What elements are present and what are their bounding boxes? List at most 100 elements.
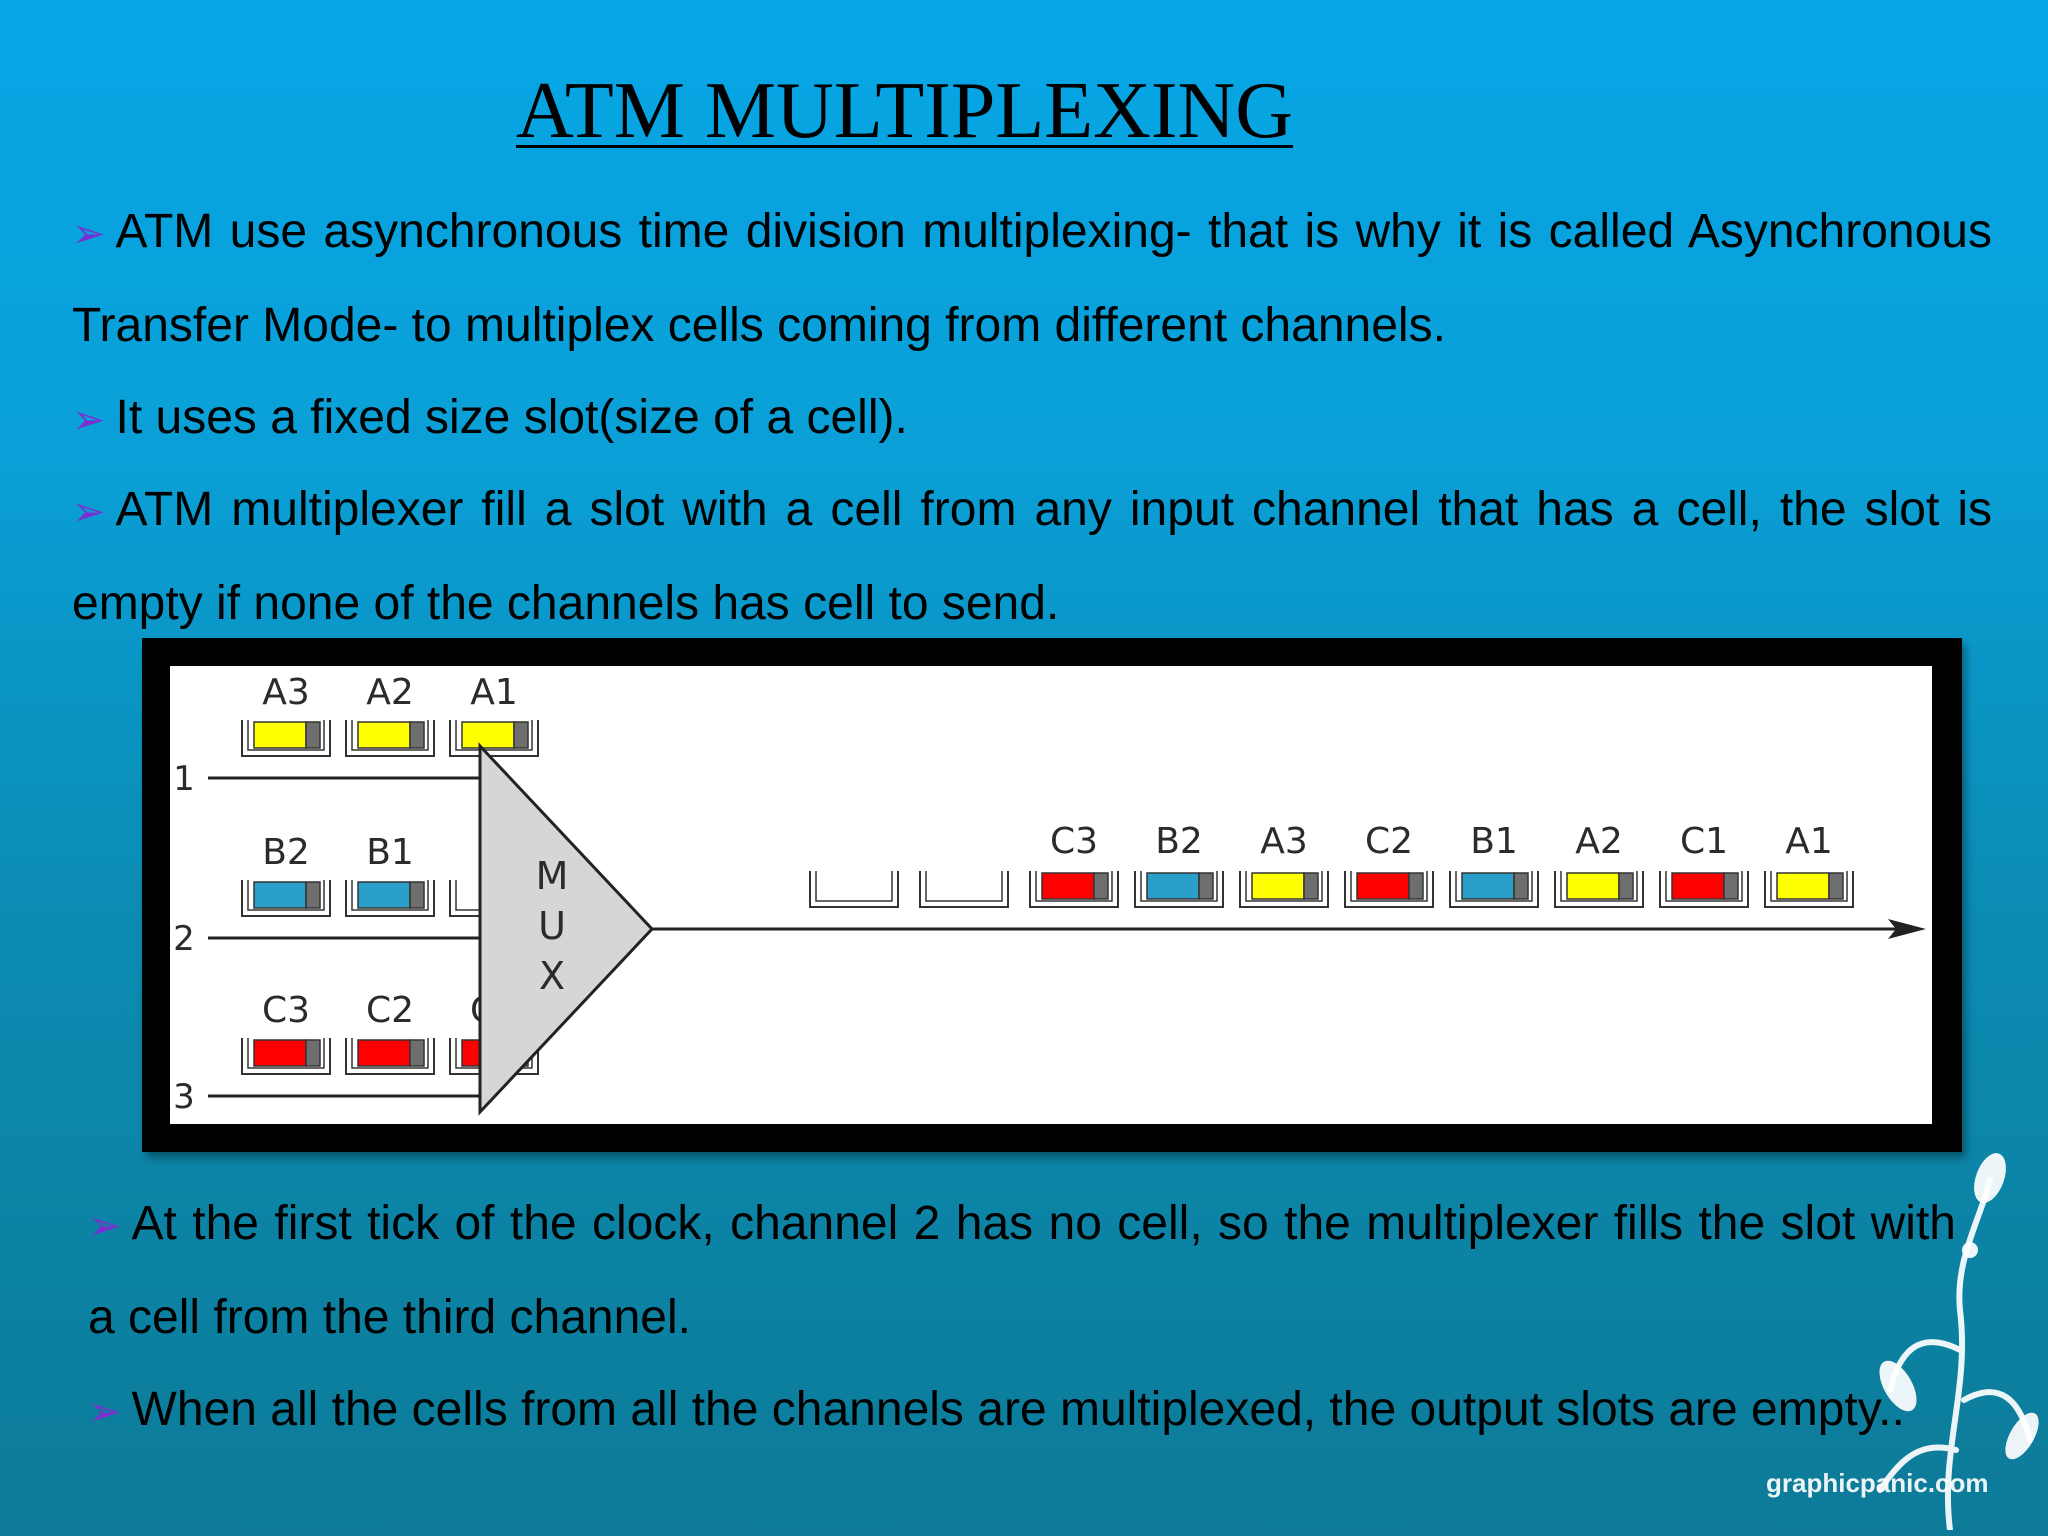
channel-1-cell-1-slot — [241, 720, 331, 757]
output-cell-7-payload — [1461, 872, 1515, 900]
output-cell-9-slot-inner — [1665, 871, 1743, 902]
atm-mux-diagram: 1A3A2A12B2B13C3C2C1MUXC3B2A3C2B1A2C1A1 — [170, 666, 1932, 1124]
channel-3-number: 3 — [173, 1077, 195, 1117]
channel-1-cell-1-header — [305, 721, 321, 749]
output-cell-4-label: B2 — [1155, 821, 1203, 862]
floral-decoration-icon — [1877, 1153, 2039, 1530]
channel-3-cell-2-header — [409, 1039, 425, 1067]
channel-2-cell-2-header — [409, 881, 425, 909]
channel-1-cell-3-slot — [449, 720, 539, 757]
slide-title: ATM MULTIPLEXING — [516, 67, 1294, 155]
arrow-bullet-icon: ➢ — [72, 398, 106, 442]
channel-1-cell-2-slot-inner — [351, 720, 429, 751]
output-cell-6-label: C2 — [1365, 821, 1413, 862]
bullet-5: ➢When all the cells from all the channel… — [88, 1364, 1956, 1458]
output-cell-9-payload — [1671, 872, 1725, 900]
output-cell-7-label: B1 — [1470, 821, 1518, 862]
output-cell-8-header — [1618, 872, 1634, 900]
output-cell-4-slot-inner — [1140, 871, 1218, 902]
bullet-5-text: When all the cells from all the channels… — [131, 1383, 1905, 1436]
output-cell-3-slot-inner — [1035, 871, 1113, 902]
bullet-4-text: At the first tick of the clock, channel … — [88, 1197, 1956, 1344]
output-cell-4-slot — [1134, 871, 1224, 908]
output-cell-9-label: C1 — [1680, 821, 1728, 862]
channel-3-cell-1-slot — [241, 1038, 331, 1075]
atm-mux-diagram-frame: 1A3A2A12B2B13C3C2C1MUXC3B2A3C2B1A2C1A1 — [142, 638, 1962, 1152]
output-cell-5-payload — [1251, 872, 1305, 900]
channel-2-cell-2-payload — [357, 881, 411, 909]
output-cell-8-payload — [1566, 872, 1620, 900]
bullet-1: ➢ATM use asynchronous time division mult… — [72, 186, 1992, 372]
channel-2-cell-2-slot-inner — [351, 880, 429, 911]
channel-2-cell-1-header — [305, 881, 321, 909]
output-cell-5-header — [1303, 872, 1319, 900]
bullet-4: ➢At the first tick of the clock, channel… — [88, 1178, 1956, 1364]
output-cell-10-label: A1 — [1785, 821, 1833, 862]
output-cell-8-slot — [1554, 871, 1644, 908]
output-cell-9-slot — [1659, 871, 1749, 908]
output-cell-10-slot-inner — [1770, 871, 1848, 902]
output-cell-10-slot — [1764, 871, 1854, 908]
channel-1-cell-1-label: A3 — [262, 672, 310, 713]
output-cell-4-payload — [1146, 872, 1200, 900]
channel-3-cell-1-slot-inner — [247, 1038, 325, 1069]
arrow-bullet-icon: ➢ — [72, 212, 106, 256]
output-cell-9-header — [1723, 872, 1739, 900]
bullet-2-text: It uses a fixed size slot(size of a cell… — [115, 391, 908, 444]
output-cell-4-header — [1198, 872, 1214, 900]
channel-1-cell-1-payload — [253, 721, 307, 749]
output-cell-6-slot — [1344, 871, 1434, 908]
channel-1-cell-3-header — [513, 721, 529, 749]
watermark: graphicpanic.com — [1766, 1468, 1989, 1498]
channel-3-cell-2-payload — [357, 1039, 411, 1067]
channel-2-cell-1-slot — [241, 880, 331, 917]
channel-1-cell-2-slot — [345, 720, 435, 757]
mux-letter-2: U — [538, 904, 566, 948]
channel-1-cell-3-payload — [461, 721, 515, 749]
channel-3-cell-1-label: C3 — [262, 990, 310, 1031]
arrow-bullet-icon: ➢ — [88, 1204, 122, 1248]
channel-3-cell-1-payload — [253, 1039, 307, 1067]
channel-2-cell-2-label: B1 — [366, 832, 414, 873]
output-cell-5-slot — [1239, 871, 1329, 908]
output-cell-10-header — [1828, 872, 1844, 900]
output-cell-5-slot-inner — [1245, 871, 1323, 902]
output-cell-5-label: A3 — [1260, 821, 1308, 862]
bullet-3: ➢ATM multiplexer fill a slot with a cell… — [72, 464, 1992, 650]
channel-1-cell-2-payload — [357, 721, 411, 749]
mux-triangle — [478, 742, 655, 1116]
channel-2-cell-1-label: B2 — [262, 832, 310, 873]
output-cell-3-label: C3 — [1050, 821, 1098, 862]
channel-1-cell-3-slot-inner — [455, 720, 533, 751]
mux-letter-1: M — [536, 854, 569, 898]
channel-3-cell-2-slot-inner — [351, 1038, 429, 1069]
output-cell-3-header — [1093, 872, 1109, 900]
output-cell-1-slot-inner — [815, 871, 893, 902]
output-cell-7-slot-inner — [1455, 871, 1533, 902]
output-cell-2-slot-inner — [925, 871, 1003, 902]
output-cell-2-slot — [919, 871, 1009, 908]
mux-letter-3: X — [539, 954, 565, 998]
channel-2-number: 2 — [173, 919, 195, 959]
bullet-1-text: ATM use asynchronous time division multi… — [72, 205, 1992, 352]
output-cell-7-slot — [1449, 871, 1539, 908]
channel-2-cell-2-slot — [345, 880, 435, 917]
channel-1-cell-3-label: A1 — [470, 672, 518, 713]
arrow-bullet-icon: ➢ — [88, 1390, 122, 1434]
bullet-3-text: ATM multiplexer fill a slot with a cell … — [72, 483, 1992, 630]
channel-2-cell-1-payload — [253, 881, 307, 909]
channel-1-number: 1 — [173, 759, 195, 799]
channel-1-cell-2-header — [409, 721, 425, 749]
output-cell-8-label: A2 — [1575, 821, 1623, 862]
bullet-2: ➢It uses a fixed size slot(size of a cel… — [72, 372, 1992, 466]
output-cell-6-header — [1408, 872, 1424, 900]
output-cell-6-payload — [1356, 872, 1410, 900]
channel-3-cell-2-label: C2 — [366, 990, 414, 1031]
output-cell-3-payload — [1041, 872, 1095, 900]
output-cell-3-slot — [1029, 871, 1119, 908]
channel-3-cell-2-slot — [345, 1038, 435, 1075]
channel-3-cell-1-header — [305, 1039, 321, 1067]
channel-1-cell-1-slot-inner — [247, 720, 325, 751]
channel-2-cell-1-slot-inner — [247, 880, 325, 911]
output-cell-10-payload — [1776, 872, 1830, 900]
